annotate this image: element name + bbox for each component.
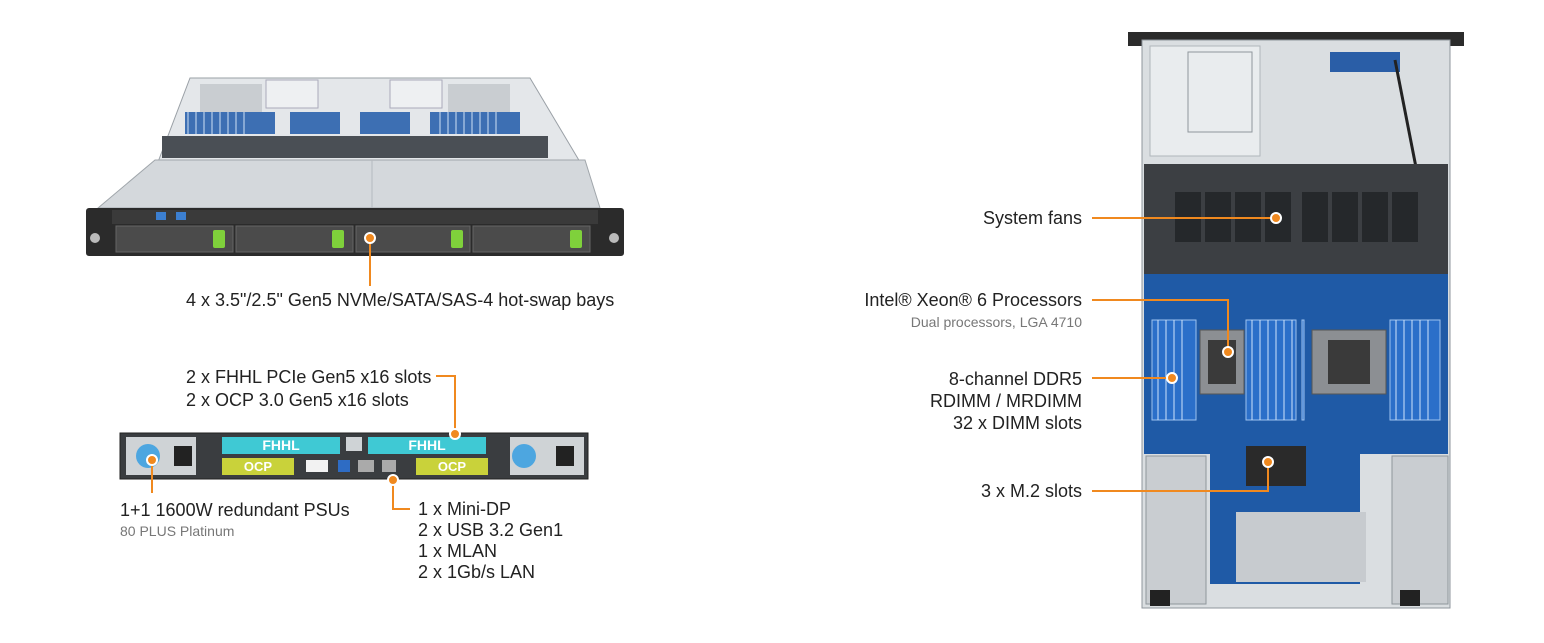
dimm-label-line3: 32 x DIMM slots (952, 413, 1082, 433)
io-label-line2: 2 x USB 3.2 Gen1 (418, 520, 564, 540)
front-server-image (86, 77, 624, 256)
dimm-callout-dot (1166, 372, 1178, 384)
psu-sublabel: 80 PLUS Platinum (120, 523, 235, 539)
m2-callout-dot (1262, 456, 1274, 468)
io-callout-dot (387, 474, 399, 486)
m2-callout-line (1092, 462, 1269, 492)
bays-callout-dot (364, 232, 376, 244)
ocp-slot-right-label: OCP (437, 459, 467, 474)
fans-callout-dot (1270, 212, 1282, 224)
cpu-callout-dot (1222, 346, 1234, 358)
cpu-callout-line (1092, 299, 1229, 352)
psu-callout-dot (146, 454, 158, 466)
cpu-sublabel: Dual processors, LGA 4710 (910, 314, 1082, 330)
rear-server-image (119, 432, 589, 480)
bays-label: 4 x 3.5"/2.5" Gen5 NVMe/SATA/SAS-4 hot-s… (186, 290, 615, 310)
dimm-label-line2: RDIMM / MRDIMM (930, 391, 1082, 411)
fhhl-slot-left-label: FHHL (262, 437, 300, 453)
top-server-image (1128, 32, 1464, 609)
cpu-label: Intel® Xeon® 6 Processors (864, 290, 1082, 310)
io-label-line4: 2 x 1Gb/s LAN (418, 562, 536, 582)
fans-label: System fans (982, 208, 1082, 228)
io-callout-line (392, 480, 410, 510)
slots-callout-dot (449, 428, 461, 440)
m2-label: 3 x M.2 slots (980, 481, 1082, 501)
slots-label-line1: 2 x FHHL PCIe Gen5 x16 slots (186, 367, 432, 387)
ocp-slot-left-label: OCP (243, 459, 273, 474)
dimm-label-line1: 8-channel DDR5 (948, 369, 1082, 389)
io-label-line1: 1 x Mini-DP (418, 499, 512, 519)
slots-label-line2: 2 x OCP 3.0 Gen5 x16 slots (186, 390, 409, 410)
fhhl-slot-right-label: FHHL (408, 437, 446, 453)
psu-label: 1+1 1600W redundant PSUs (120, 500, 350, 520)
slots-callout-line (436, 375, 456, 434)
io-label-line3: 1 x MLAN (418, 541, 498, 561)
